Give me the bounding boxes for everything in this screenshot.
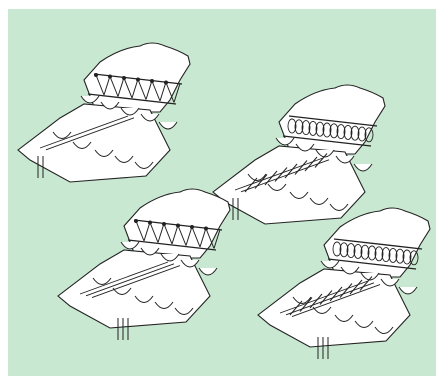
scallop <box>159 122 177 129</box>
three-needle-overedge-stitch <box>58 189 230 340</box>
stitch-knot <box>136 78 140 82</box>
stitch-knot <box>176 224 180 228</box>
upper-fabric <box>279 85 385 154</box>
scallop <box>354 164 372 171</box>
stitch-knot <box>108 75 112 79</box>
stitch-knot <box>134 219 138 223</box>
stitch-knot <box>204 227 208 231</box>
scallop <box>399 287 417 294</box>
stitch-knot <box>122 76 126 80</box>
stitch-knot <box>148 221 152 225</box>
stitch-knot <box>162 222 166 226</box>
stitch-knot <box>164 81 168 85</box>
stitch-knot <box>94 73 98 77</box>
two-needle-overedge-stitch <box>18 43 190 182</box>
stitch-knot <box>190 225 194 229</box>
stitch-knot <box>150 79 154 83</box>
three-needle-cross-stitch <box>258 208 430 359</box>
two-needle-cross-stitch <box>213 85 385 224</box>
scallop <box>199 268 217 275</box>
